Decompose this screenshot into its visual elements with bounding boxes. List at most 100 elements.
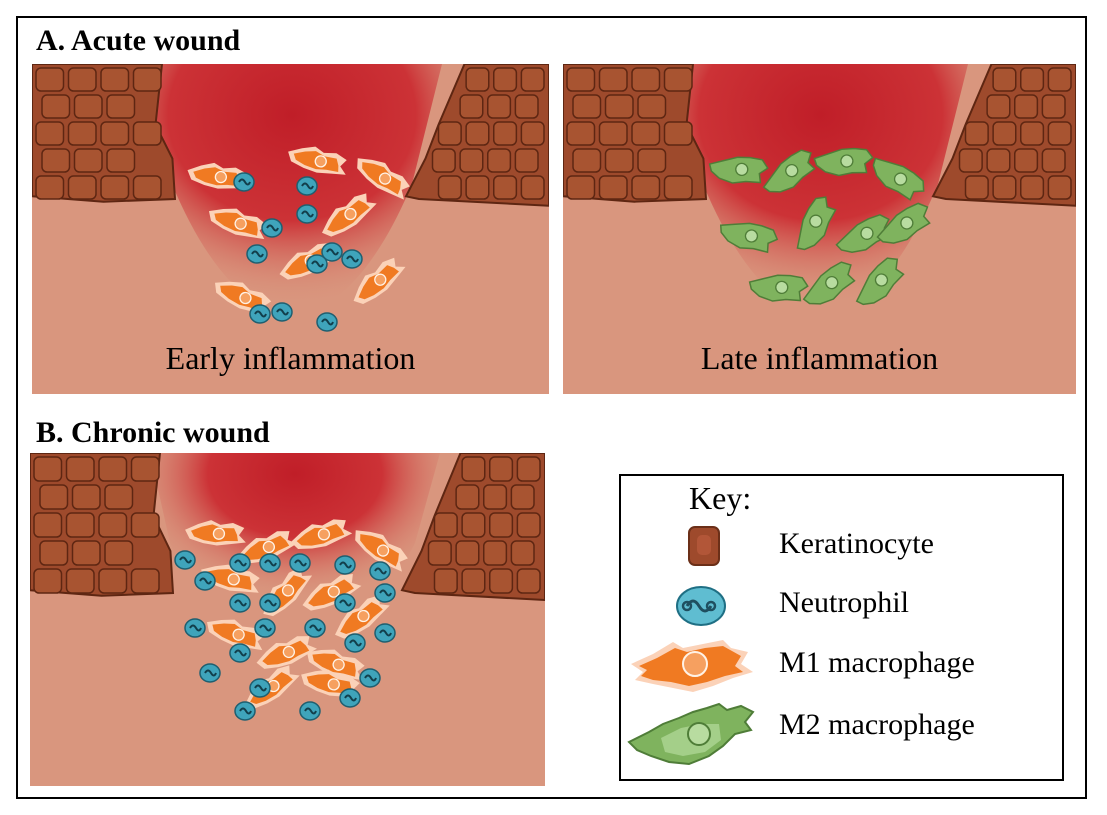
keratinocyte-cell (433, 568, 458, 594)
wound-bed (142, 64, 442, 319)
neutrophil (259, 553, 281, 573)
key-item-m2-macrophage: M2 macrophage (621, 698, 1062, 768)
keratinocyte-cell (106, 94, 136, 119)
m2-macrophage (813, 147, 874, 177)
neutrophil (374, 583, 396, 603)
keratinocyte-cell (520, 175, 545, 200)
neutrophil (229, 553, 251, 573)
keratinocyte-cell (663, 175, 693, 200)
neutrophil (261, 218, 283, 238)
keratinocyte-cell (510, 540, 535, 566)
keratinocyte-cell (100, 121, 130, 146)
keratinocyte-cell (1041, 94, 1066, 119)
m2-macrophage (876, 202, 931, 244)
keratinocyte-cell (100, 175, 130, 200)
keratinocyte-cell (132, 67, 162, 92)
m1-macrophage (208, 208, 267, 240)
m1-macrophage (256, 636, 317, 669)
keratinocyte-cell (986, 148, 1011, 173)
early-cells (187, 146, 410, 332)
neutrophil (306, 254, 328, 274)
neutrophil (234, 701, 256, 721)
m1-macrophage (357, 158, 410, 200)
keratinocyte-layer-right (404, 64, 549, 207)
keratinocyte-layer-right (931, 64, 1076, 207)
late-cells (708, 147, 931, 306)
keratinocyte-cell (604, 94, 634, 119)
neutrophil (374, 623, 396, 643)
keratinocyte-cell (33, 568, 63, 594)
keratinocyte-cell (489, 456, 514, 482)
keratinocyte-cell (964, 175, 989, 200)
neutrophil (174, 550, 196, 570)
keratinocyte-cell (71, 484, 101, 510)
m2-macrophage (855, 257, 905, 306)
m2-macrophage (796, 196, 837, 251)
keratinocyte-cell (566, 175, 596, 200)
keratinocyte-cell (461, 568, 486, 594)
keratinocyte-cell (104, 484, 134, 510)
key-item-keratinocyte: Keratinocyte (621, 524, 1062, 566)
neutrophil (259, 593, 281, 613)
keratinocyte-cell (132, 175, 162, 200)
keratinocyte-cell (483, 540, 508, 566)
m2-macrophage (719, 222, 779, 254)
key-item-neutrophil: Neutrophil (621, 584, 1062, 626)
acute-wound-title: A. Acute wound (36, 24, 241, 57)
keratinocyte-cell (598, 67, 628, 92)
keratinocyte-cell (106, 148, 136, 173)
keratinocyte-cell (598, 175, 628, 200)
neutrophil-icon (676, 586, 726, 626)
keratinocyte-cell (516, 456, 541, 482)
keratinocyte-cell (427, 540, 452, 566)
keratinocyte-cell (39, 484, 69, 510)
keratinocyte-cell (604, 148, 634, 173)
key-label-m1-macrophage: M1 macrophage (779, 646, 975, 679)
chronic-wound-panel (30, 453, 545, 786)
m2-macrophage-icon (627, 702, 755, 766)
keratinocyte-cell (98, 456, 128, 482)
keratinocyte-cell (1047, 67, 1072, 92)
m1-macrophage (187, 162, 247, 189)
keratinocyte-cell (98, 512, 128, 538)
m1-macrophage (355, 530, 408, 572)
keratinocyte-cell (992, 175, 1017, 200)
keratinocyte-cell (465, 121, 490, 146)
neutrophil (296, 204, 318, 224)
keratinocyte-cell (510, 484, 535, 510)
chronic-wound-title: B. Chronic wound (36, 416, 270, 449)
keratinocyte-cell (130, 512, 160, 538)
keratinocyte-cell (67, 67, 97, 92)
m2-macrophage (802, 261, 856, 305)
neutrophil (229, 593, 251, 613)
keratinocyte-cell (71, 540, 101, 566)
keratinocyte-cell (520, 67, 545, 92)
keratinocyte-cell (489, 568, 514, 594)
neutrophil (359, 668, 381, 688)
neutrophil (296, 176, 318, 196)
keratinocyte-cell (35, 121, 65, 146)
key-label-keratinocyte: Keratinocyte (779, 527, 934, 560)
neutrophil (299, 701, 321, 721)
keratinocyte-cell (465, 175, 490, 200)
keratinocyte-cell (637, 94, 667, 119)
early-inflammation-label: Early inflammation (165, 340, 416, 376)
m1-macrophage (288, 146, 347, 175)
key-label-m2-macrophage: M2 macrophage (779, 708, 975, 741)
keratinocyte-cell (663, 121, 693, 146)
keratinocyte-cell (35, 67, 65, 92)
keratinocyte-cell (459, 94, 484, 119)
keratinocyte-layer-left (30, 453, 175, 597)
m1-macrophage (335, 595, 390, 639)
keratinocyte-cell (431, 148, 456, 173)
keratinocyte-cell (964, 121, 989, 146)
m1-macrophage (185, 520, 246, 546)
neutrophil (289, 553, 311, 573)
keratinocyte-cell (1047, 175, 1072, 200)
m1-macrophage (290, 519, 353, 550)
keratinocyte-cell (958, 148, 983, 173)
keratinocyte-cell (514, 148, 539, 173)
keratinocyte-cell (1020, 175, 1045, 200)
keratinocyte-cell (73, 148, 103, 173)
key-label-neutrophil: Neutrophil (779, 586, 909, 619)
